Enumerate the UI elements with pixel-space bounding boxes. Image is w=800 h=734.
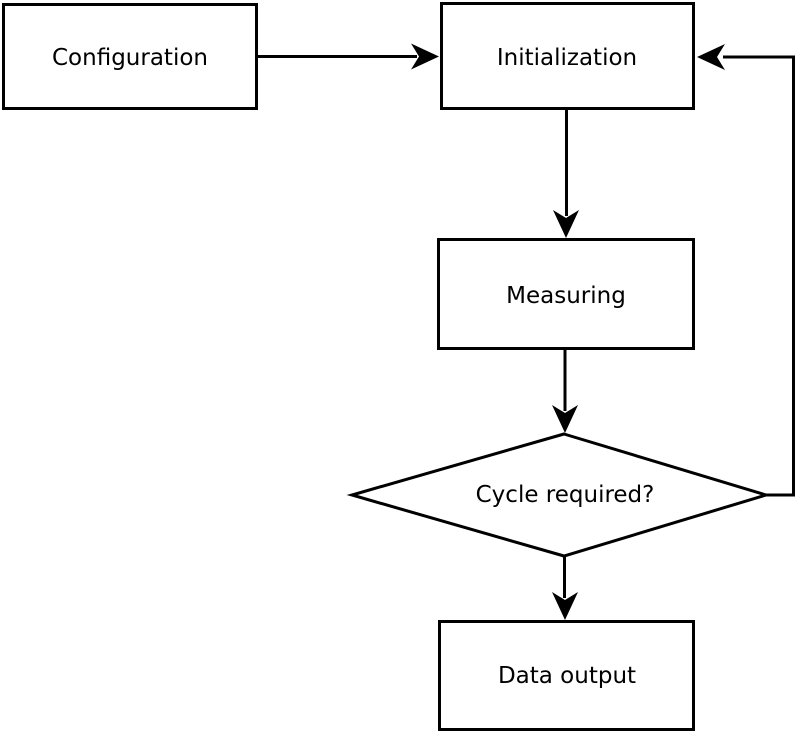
initialization-label: Initialization: [497, 45, 637, 71]
feedback-decision-to-init-head-icon: [697, 44, 725, 70]
configuration-box: [2, 3, 258, 110]
arrow-decision-to-output-head-icon: [552, 592, 578, 620]
measuring-box: [437, 238, 695, 350]
arrow-config-to-init-head-icon: [411, 43, 439, 70]
data-output-label: Data output: [498, 663, 636, 689]
decision-diamond: [346, 432, 772, 558]
data-output-box: [438, 620, 695, 731]
arrow-init-to-measuring-head-icon: [553, 210, 579, 238]
feedback-decision-to-init-line: [723, 55, 795, 497]
decision-label: Cycle required?: [476, 482, 655, 508]
initialization-box: [440, 2, 695, 110]
arrow-measuring-to-decision-head-icon: [552, 405, 578, 433]
configuration-label: Configuration: [52, 45, 208, 71]
measuring-label: Measuring: [506, 283, 626, 309]
